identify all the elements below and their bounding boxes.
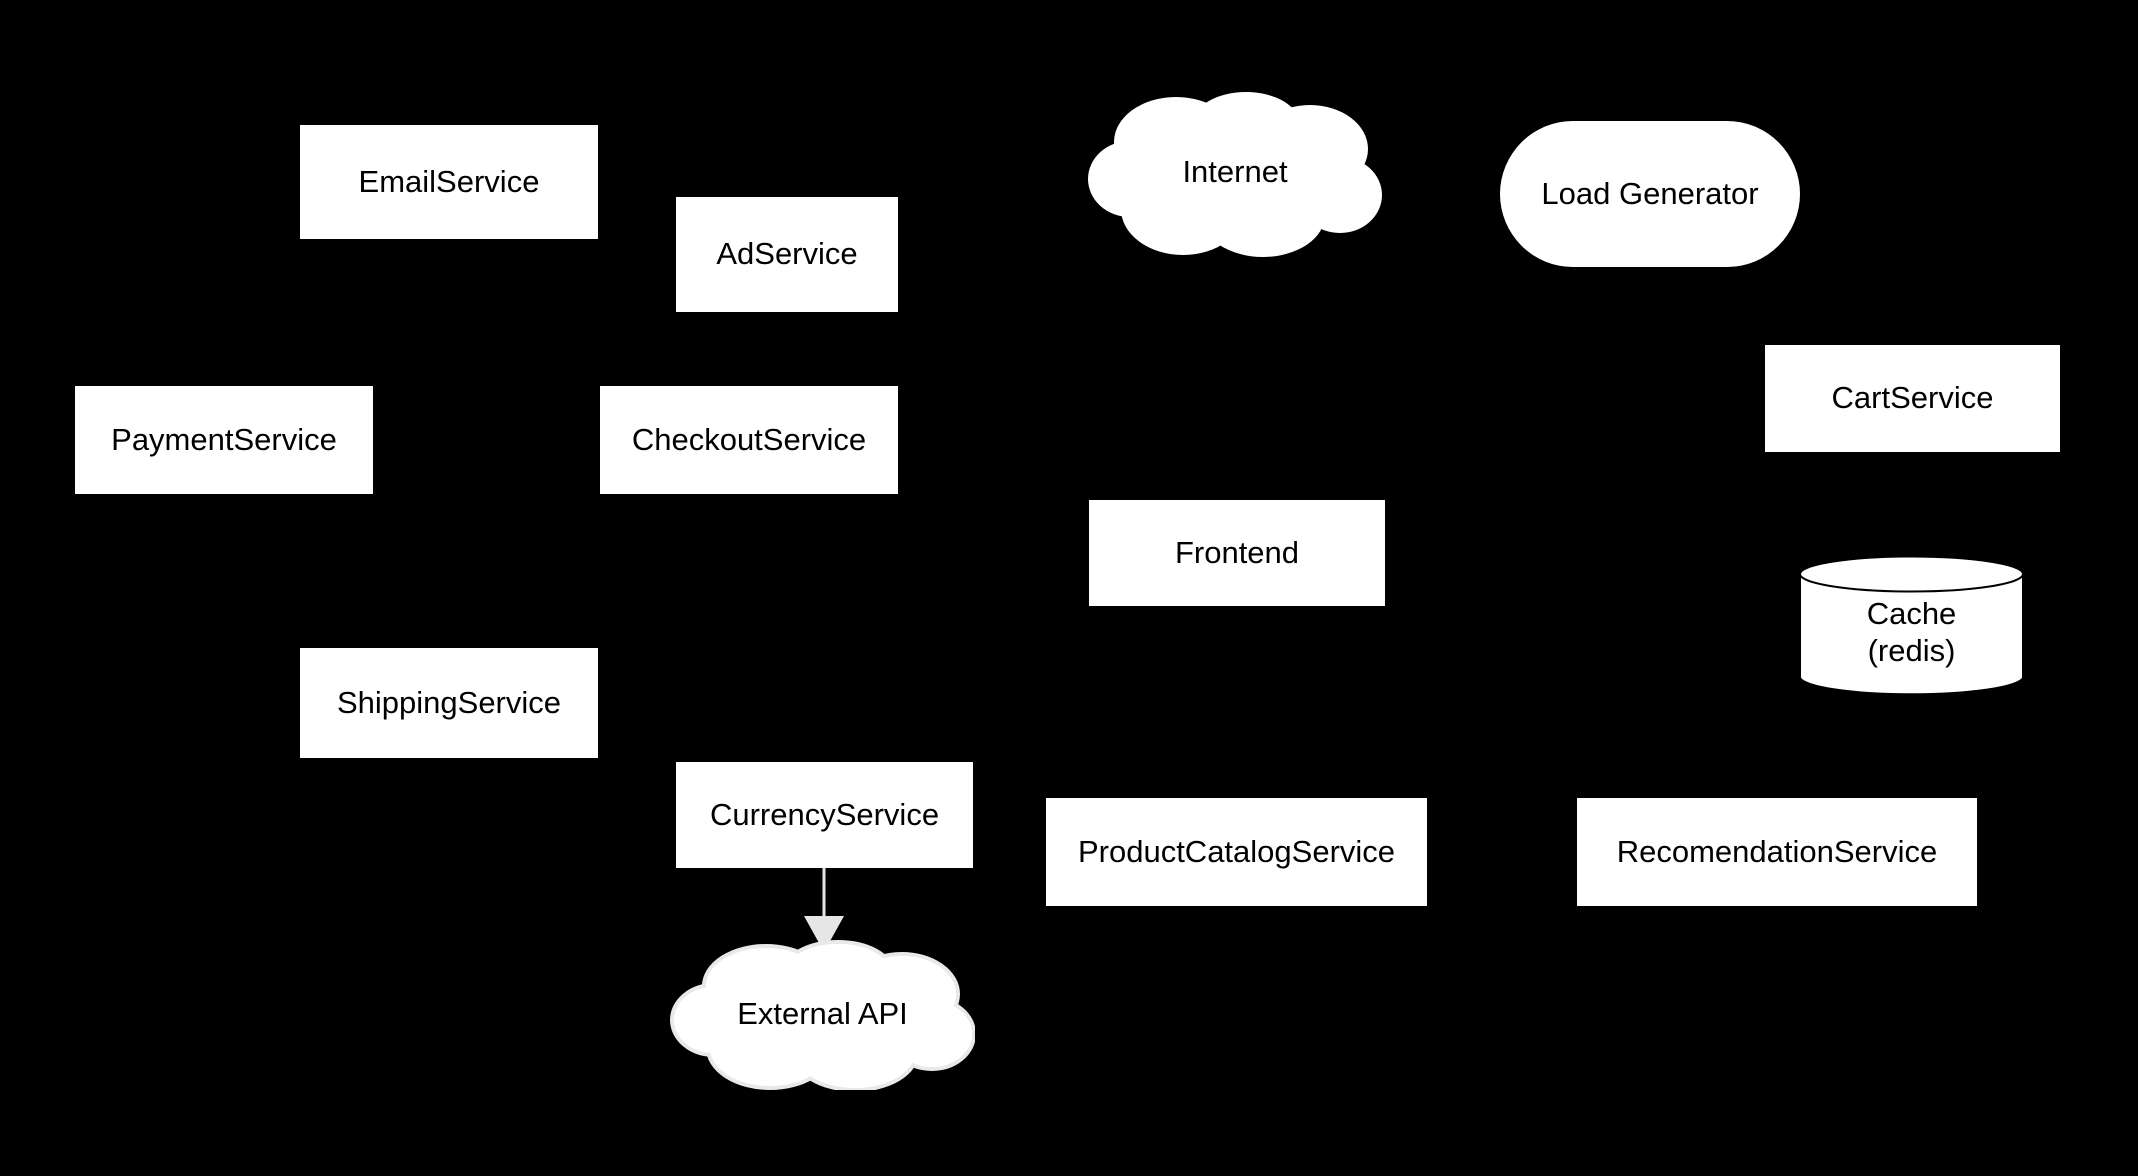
node-frontend[interactable]: Frontend — [1089, 500, 1385, 606]
node-currencyservice[interactable]: CurrencyService — [676, 762, 973, 868]
node-label: CheckoutService — [631, 421, 867, 457]
node-label: PaymentService — [111, 421, 337, 457]
node-label: Frontend — [1174, 534, 1300, 570]
node-internet[interactable]: Internet — [1088, 87, 1382, 258]
node-cartservice[interactable]: CartService — [1765, 345, 2060, 452]
node-label: EmailService — [358, 163, 540, 199]
node-label: AdService — [716, 236, 858, 272]
node-externalapi[interactable]: External API — [670, 938, 975, 1090]
node-shippingservice[interactable]: ShippingService — [300, 648, 598, 758]
cloud-icon — [1088, 92, 1382, 257]
node-label: ShippingService — [336, 684, 562, 720]
node-label: CurrencyService — [709, 796, 940, 832]
node-label: CartService — [1831, 380, 1994, 416]
cloud-icon — [670, 940, 975, 1090]
node-label: RecomendationService — [1616, 833, 1938, 869]
node-cache[interactable]: Cache (redis) — [1799, 555, 2024, 697]
node-emailservice[interactable]: EmailService — [300, 125, 598, 239]
node-label: ProductCatalogService — [1077, 833, 1396, 869]
node-label: Internet — [1182, 154, 1288, 190]
database-cylinder-icon — [1799, 555, 2024, 696]
node-label: External API — [737, 995, 908, 1031]
node-productcatalogservice[interactable]: ProductCatalogService — [1046, 798, 1427, 906]
node-label: Load Generator — [1541, 175, 1759, 211]
node-recomendationservice[interactable]: RecomendationService — [1577, 798, 1977, 906]
node-loadgenerator[interactable]: Load Generator — [1500, 121, 1800, 267]
node-adservice[interactable]: AdService — [676, 197, 898, 312]
node-paymentservice[interactable]: PaymentService — [75, 386, 373, 494]
node-label: Cache (redis) — [1866, 596, 1957, 668]
node-checkoutservice[interactable]: CheckoutService — [600, 386, 898, 494]
